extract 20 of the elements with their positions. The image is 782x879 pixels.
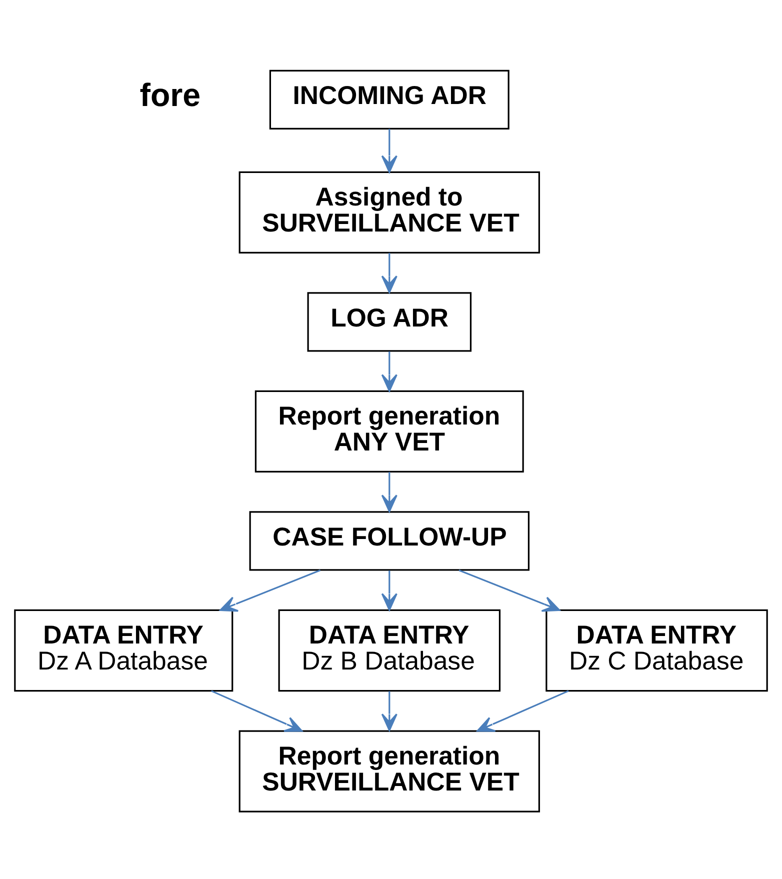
node-box: Report generation ANY VET: [254, 390, 524, 473]
arrow: [381, 253, 398, 294]
arrow: [381, 570, 398, 611]
node-box: CASE FOLLOW-UP: [249, 511, 530, 571]
node-box: DATA ENTRY Dz C Database: [546, 609, 768, 692]
node-box: DATA ENTRY Dz A Database: [14, 609, 234, 692]
node-box: DATA ENTRY Dz B Database: [278, 609, 501, 692]
node-box: INCOMING ADR: [269, 70, 510, 130]
arrow: [476, 690, 569, 732]
arrow: [381, 472, 398, 512]
arrow: [381, 691, 398, 732]
node-box: LOG ADR: [307, 292, 472, 352]
arrow: [381, 351, 398, 392]
arrow: [381, 128, 398, 173]
arrow: [220, 569, 321, 612]
arrow: [458, 569, 560, 612]
label: fore: [140, 77, 201, 114]
node-box: Report generation SURVEILLANCE VET: [238, 730, 540, 812]
node-box: Assigned to SURVEILLANCE VET: [238, 171, 540, 254]
arrow: [211, 690, 303, 732]
